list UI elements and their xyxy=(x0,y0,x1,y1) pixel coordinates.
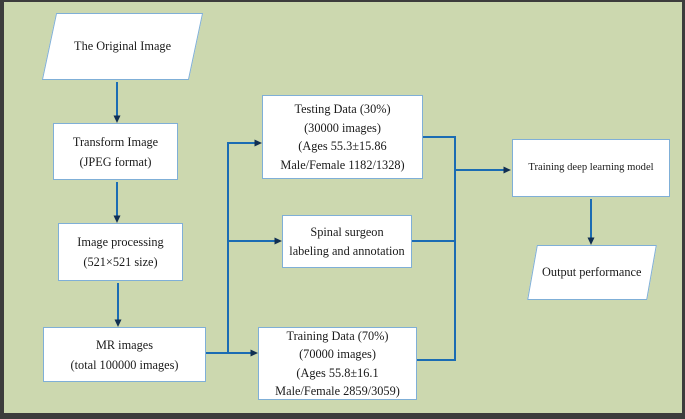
node-training-data-line2: (70000 images) xyxy=(299,347,376,361)
node-image-processing-line1: Image processing xyxy=(77,235,164,249)
node-output-performance-label: Output performance xyxy=(542,265,642,280)
node-mr-images: MR images (total 100000 images) xyxy=(43,327,206,382)
node-testing-data-line4: Male/Female 1182/1328) xyxy=(280,157,405,172)
node-training-data-line1: Training Data (70%) xyxy=(286,328,389,343)
connector-trunk-to-testing-data xyxy=(227,139,262,353)
node-spinal-surgeon-line1: Spinal surgeon xyxy=(310,225,384,239)
node-testing-data-line1: Testing Data (30%) xyxy=(294,102,391,116)
node-output-performance: Output performance xyxy=(527,245,657,300)
node-testing-data-line2: (30000 images) xyxy=(304,120,381,135)
node-spinal-surgeon-line2: labeling and annotation xyxy=(289,243,405,258)
node-image-processing: Image processing (521×521 size) xyxy=(58,223,183,281)
node-image-processing-line2: (521×521 size) xyxy=(83,255,158,269)
node-testing-data: Testing Data (30%) (30000 images) (Ages … xyxy=(262,95,423,179)
node-spinal-surgeon: Spinal surgeon labeling and annotation xyxy=(282,215,412,268)
node-mr-images-line2: (total 100000 images) xyxy=(70,357,179,372)
node-training-model: Training deep learning model xyxy=(512,139,670,197)
node-transform-image-line1: Transform Image xyxy=(72,134,159,149)
node-testing-data-line3: (Ages 55.3±15.86 xyxy=(298,139,387,153)
node-training-model-label: Training deep learning model xyxy=(528,161,654,173)
node-original-image: The Original Image xyxy=(41,13,204,80)
node-mr-images-line1: MR images xyxy=(95,337,154,352)
node-transform-image: Transform Image (JPEG format) xyxy=(53,123,178,180)
node-transform-image-line2: (JPEG format) xyxy=(79,154,152,169)
node-training-data-line4: Male/Female 2859/3059) xyxy=(275,384,400,398)
node-original-image-label: The Original Image xyxy=(74,39,171,54)
node-training-data: Training Data (70%) (70000 images) (Ages… xyxy=(258,327,417,400)
node-training-data-line3: (Ages 55.8±16.1 xyxy=(296,365,379,380)
